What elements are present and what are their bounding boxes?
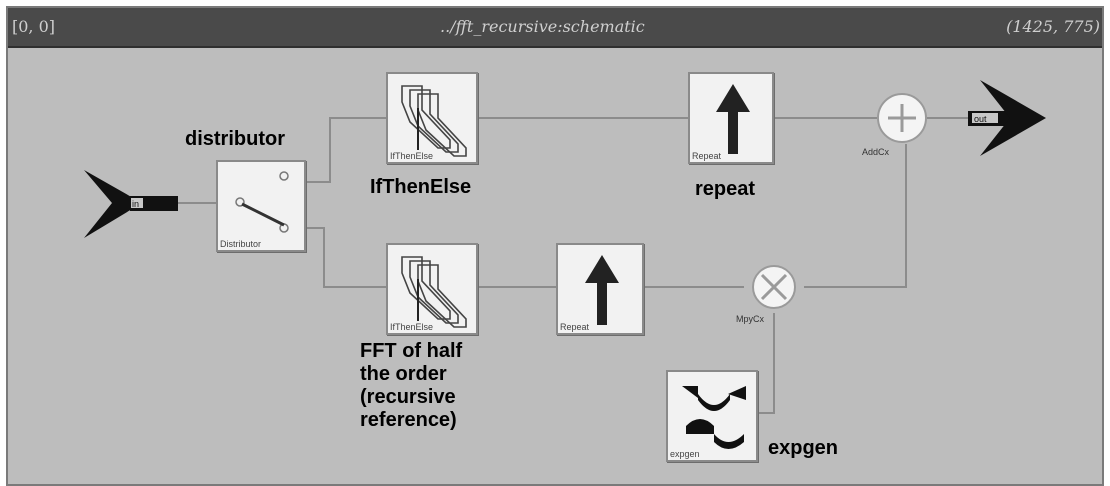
repeat-top-block-label: Repeat bbox=[692, 151, 722, 161]
schematic-window: [0, 0] ../fft_recursive:schematic (1425,… bbox=[6, 6, 1104, 486]
california-map-icon bbox=[401, 256, 467, 328]
wire-mpycx-to-addcx bbox=[804, 144, 907, 288]
distributor-block[interactable]: Distributor bbox=[216, 160, 306, 252]
arrow-up-icon bbox=[585, 255, 619, 325]
mpycx-label: MpyCx bbox=[736, 314, 765, 324]
repeat-top-block[interactable]: Repeat bbox=[688, 72, 774, 164]
annotation-fft-line-1: FFT of half bbox=[360, 340, 463, 362]
title-bar: [0, 0] ../fft_recursive:schematic (1425,… bbox=[8, 8, 1102, 48]
annotation-distributor: distributor bbox=[185, 128, 285, 150]
addcx-label: AddCx bbox=[862, 147, 890, 157]
ifthenelse-bottom-block-label: IfThenElse bbox=[390, 322, 434, 332]
output-port[interactable]: out bbox=[968, 80, 1046, 156]
annotation-fft-line-4: reference) bbox=[360, 409, 457, 431]
coordinate-origin: [0, 0] bbox=[12, 17, 56, 36]
waveform-icon bbox=[682, 386, 746, 449]
coordinate-extent: (1425, 775) bbox=[1006, 17, 1100, 36]
wire-distributor-to-ifthenelse-bottom bbox=[306, 227, 386, 288]
annotation-fft-line-2: the order bbox=[360, 363, 447, 385]
expgen-block[interactable]: expgen bbox=[666, 370, 758, 462]
ifthenelse-top-block[interactable]: IfThenElse bbox=[386, 72, 478, 164]
annotation-fft-half: FFT of half the order (recursive referen… bbox=[360, 340, 462, 432]
wire-expgen-to-mpycx bbox=[758, 313, 775, 414]
input-port-label: in bbox=[132, 199, 139, 209]
switch-icon bbox=[235, 171, 289, 233]
arrow-up-icon bbox=[716, 84, 750, 154]
annotation-expgen: expgen bbox=[768, 437, 839, 459]
plus-icon bbox=[888, 104, 916, 132]
annotation-ifthenelse: IfThenElse bbox=[370, 176, 472, 198]
addcx-block[interactable] bbox=[877, 93, 927, 143]
output-arrow-icon bbox=[980, 80, 1046, 156]
output-port-label: out bbox=[974, 114, 987, 124]
repeat-bottom-block-label: Repeat bbox=[560, 322, 590, 332]
mpycx-block[interactable] bbox=[752, 265, 796, 309]
repeat-bottom-block[interactable]: Repeat bbox=[556, 243, 644, 335]
annotation-repeat: repeat bbox=[695, 178, 756, 200]
ifthenelse-top-block-label: IfThenElse bbox=[390, 151, 434, 161]
window-title: ../fft_recursive:schematic bbox=[440, 17, 645, 36]
input-port[interactable]: in bbox=[84, 170, 178, 238]
wire-distributor-to-ifthenelse-top bbox=[306, 117, 386, 183]
expgen-block-label: expgen bbox=[670, 449, 700, 459]
input-arrow-icon bbox=[84, 170, 142, 238]
distributor-block-label: Distributor bbox=[220, 239, 262, 249]
california-map-icon bbox=[401, 85, 467, 157]
multiply-icon bbox=[760, 273, 788, 301]
annotation-fft-line-3: (recursive bbox=[360, 386, 456, 408]
ifthenelse-bottom-block[interactable]: IfThenElse bbox=[386, 243, 478, 335]
